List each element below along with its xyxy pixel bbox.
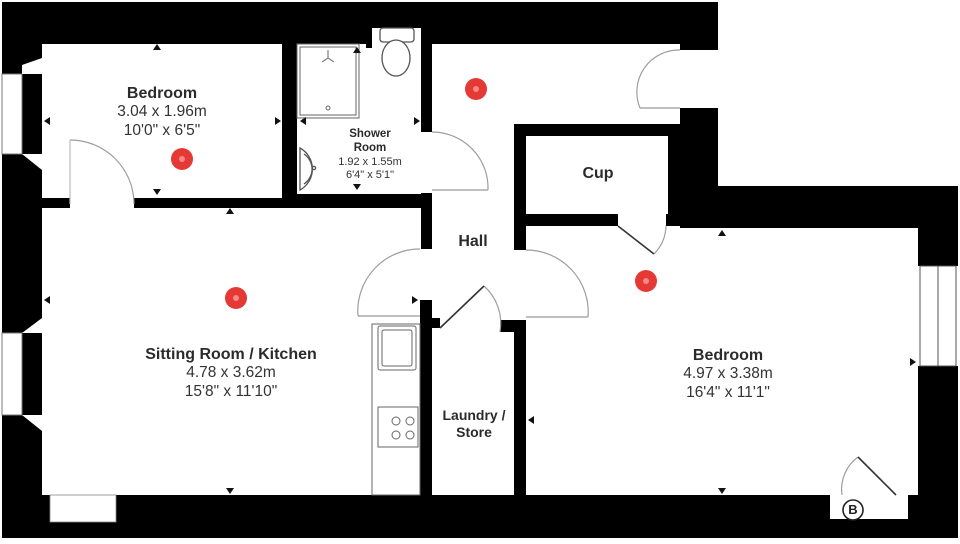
door-swings	[69, 49, 859, 496]
door-leaves	[439, 225, 897, 496]
room-name: Bedroom	[692, 347, 764, 364]
shower-tray	[296, 43, 360, 119]
room-dimensions-metric: 3.04 x 1.96m	[117, 103, 207, 121]
light-fixtures	[171, 78, 657, 309]
room-name: Bedroom	[126, 85, 198, 102]
room-dimensions-metric: 4.97 x 3.38m	[683, 365, 773, 383]
room-name: Sitting Room / Kitchen	[145, 346, 317, 363]
interior-walls	[42, 28, 680, 495]
toilet	[379, 27, 415, 77]
measurement-markers	[44, 44, 916, 494]
room-dimensions-imperial: 6'4" x 5'1"	[345, 168, 395, 181]
room-label-sitting-room-kitchen: Sitting Room / Kitchen 4.78 x 3.62m 15'8…	[145, 345, 317, 401]
room-label-hall: Hall	[458, 232, 487, 251]
boiler-icon	[842, 499, 864, 521]
room-label-bedroom-1: Bedroom 3.04 x 1.96m 10'0" x 6'5"	[117, 84, 207, 140]
room-name-line2: Room	[353, 141, 387, 154]
light-fixture-icon	[635, 270, 657, 292]
room-name: Cup	[582, 165, 614, 182]
room-dimensions-metric: 1.92 x 1.55m	[338, 155, 402, 168]
kitchen-worktop	[371, 323, 421, 496]
room-name-line1: Laundry /	[442, 407, 506, 423]
room-label-cup: Cup	[582, 164, 613, 183]
room-label-shower-room: Shower Room 1.92 x 1.55m 6'4" x 5'1"	[338, 128, 402, 182]
window-right	[919, 265, 957, 367]
room-dimensions-metric: 4.78 x 3.62m	[186, 364, 276, 382]
room-label-bedroom-2: Bedroom 4.97 x 3.38m 16'4" x 11'1"	[683, 346, 773, 402]
room-label-laundry-store: Laundry / Store	[442, 407, 505, 441]
wash-basin	[299, 146, 317, 192]
room-name-line1: Shower	[349, 128, 391, 140]
light-fixture-icon	[465, 78, 487, 100]
room-dimensions-imperial: 10'0" x 6'5"	[123, 121, 201, 139]
light-fixture-icon	[225, 287, 247, 309]
room-dimensions-imperial: 16'4" x 11'1"	[686, 383, 770, 401]
room-dimensions-imperial: 15'8" x 11'10"	[184, 382, 278, 400]
room-name-line2: Store	[456, 423, 492, 440]
light-fixture-icon	[171, 148, 193, 170]
boiler-label: B	[848, 502, 858, 517]
room-name: Hall	[458, 233, 488, 250]
